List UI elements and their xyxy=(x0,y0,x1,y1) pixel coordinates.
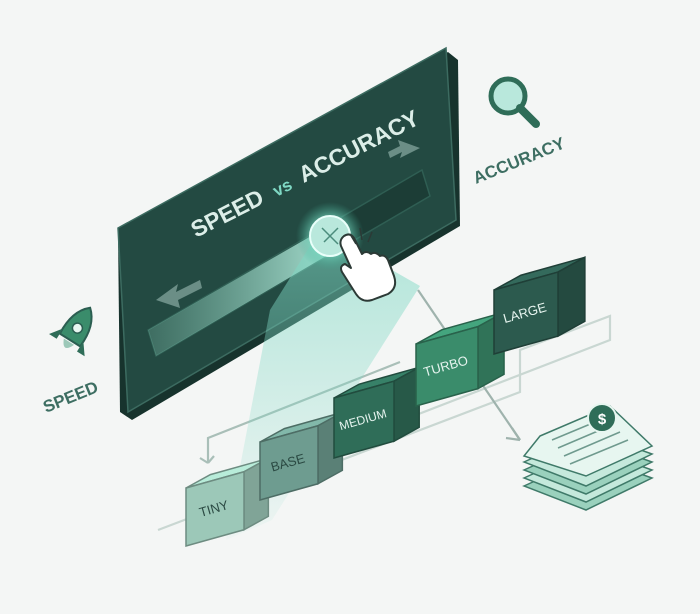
left-arrow-icon xyxy=(156,280,202,308)
speed-label: SPEED xyxy=(40,377,101,416)
model-cube-base[interactable]: BASE xyxy=(259,411,344,501)
magnifier-icon xyxy=(488,76,540,128)
right-arrow-icon xyxy=(388,140,420,158)
svg-text:SPEED: SPEED xyxy=(40,377,101,416)
model-cube-turbo[interactable]: TURBO xyxy=(415,311,505,407)
svg-text:$: $ xyxy=(598,411,607,428)
cube-side-face xyxy=(557,256,586,338)
cube-front-face xyxy=(415,325,479,407)
model-cube-tiny[interactable]: TINY xyxy=(185,457,270,547)
hand-pointer-icon xyxy=(339,227,397,302)
cube-front-face xyxy=(185,470,245,547)
cube-front-face xyxy=(493,271,559,355)
model-cube-medium[interactable]: MEDIUM xyxy=(333,366,420,459)
cube-front-face xyxy=(259,424,319,501)
document-stack-icon xyxy=(522,405,654,511)
dollar-badge-icon: $ xyxy=(587,403,617,433)
cube-front-face xyxy=(333,380,395,459)
accuracy-label: ACCURACY xyxy=(470,133,568,187)
svg-text:ACCURACY: ACCURACY xyxy=(470,133,568,187)
rocket-icon xyxy=(49,306,93,357)
model-cube-large[interactable]: LARGE xyxy=(493,256,586,355)
